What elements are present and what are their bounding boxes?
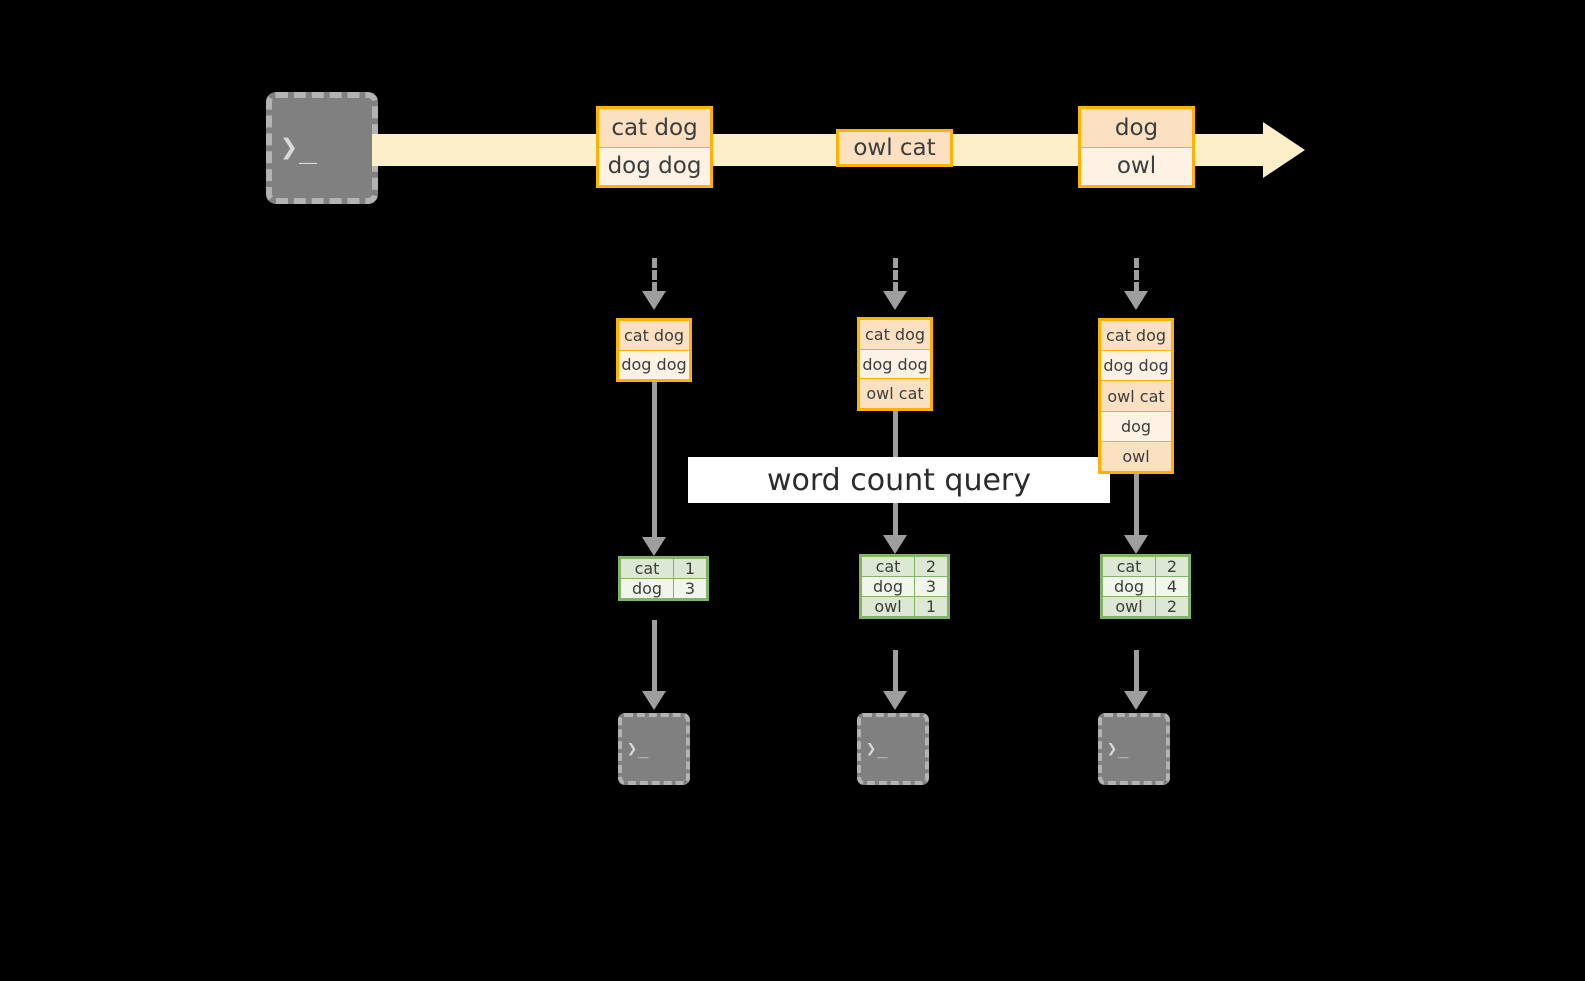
result-word: owl — [862, 597, 914, 616]
result-count: 3 — [914, 577, 947, 596]
table-row: dog 3 — [621, 578, 706, 598]
result-table-col3: cat 2 dog 4 owl 2 — [1100, 554, 1191, 619]
connector-dashed-col2 — [893, 258, 898, 292]
connector-arrowhead-col1-sink — [642, 691, 666, 710]
connector-arrowhead-col2-top — [883, 291, 907, 310]
connector-arrowhead-col3-sink — [1124, 691, 1148, 710]
source-terminal-icon: ❯_ — [266, 92, 378, 204]
table-row: owl 2 — [1103, 596, 1188, 616]
query-label-text: word count query — [766, 462, 1032, 498]
result-count: 2 — [1155, 597, 1188, 616]
connector-arrowhead-col3-top — [1124, 291, 1148, 310]
buffer-line: owl — [1101, 440, 1171, 472]
terminal-prompt-glyph: ❯_ — [1107, 738, 1130, 759]
stream-record-line: dog — [1081, 109, 1192, 147]
result-word: dog — [862, 577, 914, 596]
buffer-line: cat dog — [1101, 321, 1171, 351]
connector-col1-to-result — [652, 382, 657, 538]
buffer-line: owl cat — [1101, 380, 1171, 411]
result-word: owl — [1103, 597, 1155, 616]
buffer-line: dog — [1101, 410, 1171, 441]
result-count: 2 — [1155, 557, 1188, 576]
buffer-col1: cat dog dog dog — [616, 318, 692, 382]
connector-col3-to-sink — [1134, 650, 1139, 692]
connector-arrowhead-col3-result — [1124, 535, 1148, 554]
buffer-line: cat dog — [619, 321, 689, 350]
result-word: dog — [1103, 577, 1155, 596]
connector-col1-to-sink — [652, 620, 657, 692]
buffer-col3: cat dog dog dog owl cat dog owl — [1098, 318, 1174, 474]
terminal-prompt-glyph: ❯_ — [866, 738, 889, 759]
sink-terminal-col2: ❯_ — [857, 713, 929, 785]
table-row: owl 1 — [862, 596, 947, 616]
buffer-line: dog dog — [860, 348, 930, 379]
connector-arrowhead-col1-result — [642, 537, 666, 556]
stream-arrow-head-icon — [1263, 122, 1305, 178]
stream-record-1: cat dog dog dog — [596, 106, 713, 188]
connector-arrowhead-col1-top — [642, 291, 666, 310]
stream-record-line: cat dog — [599, 109, 710, 147]
buffer-col2: cat dog dog dog owl cat — [857, 317, 933, 411]
connector-arrowhead-col2-sink — [883, 691, 907, 710]
result-table-col1: cat 1 dog 3 — [618, 556, 709, 601]
table-row: cat 2 — [862, 557, 947, 576]
sink-terminal-col1: ❯_ — [618, 713, 690, 785]
result-count: 4 — [1155, 577, 1188, 596]
table-row: cat 1 — [621, 559, 706, 578]
result-word: dog — [621, 579, 673, 598]
stream-record-2: owl cat — [836, 129, 953, 167]
connector-col3-to-result — [1134, 474, 1139, 536]
buffer-line: dog dog — [1101, 350, 1171, 381]
stream-record-line: dog dog — [599, 146, 710, 185]
result-count: 3 — [673, 579, 706, 598]
stream-record-line: owl — [1081, 146, 1192, 185]
sink-terminal-col3: ❯_ — [1098, 713, 1170, 785]
result-word: cat — [621, 559, 673, 578]
buffer-line: owl cat — [860, 378, 930, 409]
stream-record-line: owl cat — [839, 132, 950, 164]
connector-arrowhead-col2-result — [883, 535, 907, 554]
result-count: 2 — [914, 557, 947, 576]
result-table-col2: cat 2 dog 3 owl 1 — [859, 554, 950, 619]
terminal-prompt-glyph: ❯_ — [280, 130, 319, 165]
buffer-line: dog dog — [619, 349, 689, 379]
connector-dashed-col3 — [1134, 258, 1139, 292]
result-word: cat — [862, 557, 914, 576]
terminal-prompt-glyph: ❯_ — [627, 738, 650, 759]
connector-col2-to-sink — [893, 650, 898, 692]
table-row: dog 4 — [1103, 576, 1188, 596]
result-count: 1 — [673, 559, 706, 578]
table-row: cat 2 — [1103, 557, 1188, 576]
stream-record-3: dog owl — [1078, 106, 1195, 188]
buffer-line: cat dog — [860, 320, 930, 349]
result-count: 1 — [914, 597, 947, 616]
result-word: cat — [1103, 557, 1155, 576]
query-label-band: word count query — [688, 457, 1110, 503]
connector-dashed-col1 — [652, 258, 657, 292]
table-row: dog 3 — [862, 576, 947, 596]
